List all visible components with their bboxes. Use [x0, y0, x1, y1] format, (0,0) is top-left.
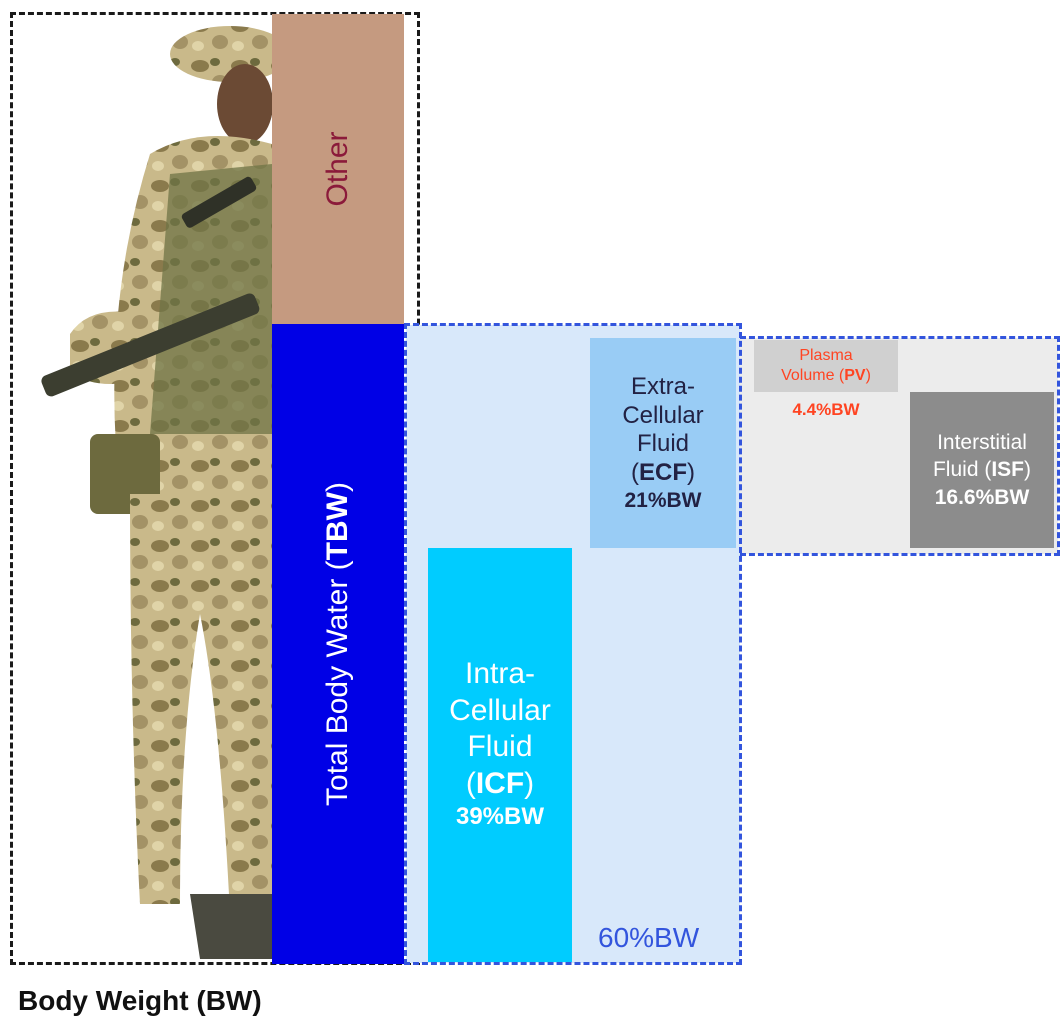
- ecf-abbr-line: (ECF): [631, 459, 695, 488]
- tbw-bar: Total Body Water (TBW): [272, 324, 404, 964]
- tbw-label-suffix: ): [321, 482, 354, 493]
- soldier-photo-icon: [41, 26, 272, 959]
- icf-abbr: ICF: [475, 766, 525, 800]
- icf-abbr-open: (: [465, 766, 476, 800]
- ecf-line2: Cellular: [622, 401, 704, 429]
- pv-percent: 4.4%BW: [792, 400, 860, 419]
- tbw-label: Total Body Water (TBW): [321, 482, 355, 806]
- ecf-abbr: ECF: [639, 459, 687, 487]
- isf-line2: Fluid (ISF): [933, 456, 1031, 483]
- isf-line2-b: ): [1024, 458, 1032, 482]
- icf-line2: Cellular: [449, 693, 551, 727]
- pv-line2: Volume (PV): [781, 366, 871, 386]
- pv-line1: Plasma: [799, 347, 853, 364]
- other-label: Other: [321, 131, 354, 207]
- icf-abbr-close: ): [524, 766, 535, 800]
- icf-abbr-line: (ICF): [466, 766, 534, 803]
- ecf-abbr-close: ): [687, 459, 695, 487]
- pv-line2-a: Volume (: [781, 367, 845, 384]
- isf-abbr: ISF: [991, 458, 1025, 482]
- tbw-outline: [404, 323, 742, 965]
- other-bar: Other: [272, 14, 404, 324]
- ecf-outline: [740, 336, 1060, 556]
- tbw-label-abbr: TBW: [321, 492, 354, 561]
- ecf-bar: Extra- Cellular Fluid (ECF) 21%BW: [590, 338, 736, 548]
- pv-abbr: PV: [844, 367, 866, 384]
- body-weight-label: Body Weight (BW): [18, 985, 262, 1016]
- icf-bar: Intra- Cellular Fluid (ICF) 39%BW: [428, 548, 572, 962]
- icf-line3: Fluid: [467, 730, 533, 764]
- ecf-line1: Extra-: [630, 372, 695, 400]
- icf-line1: Intra-: [464, 657, 536, 690]
- ecf-percent: 21%BW: [624, 489, 702, 512]
- pv-box: Plasma Volume (PV): [754, 340, 898, 392]
- ecf-abbr-open: (: [631, 459, 639, 487]
- isf-line2-a: Fluid (: [932, 458, 992, 482]
- ecf-line3: Fluid: [636, 430, 690, 458]
- tbw-label-prefix: Total Body Water (: [321, 560, 354, 806]
- isf-line1: Interstitial: [937, 431, 1027, 455]
- pv-line2-b: ): [865, 367, 871, 384]
- isf-box: Interstitial Fluid (ISF) 16.6%BW: [910, 392, 1054, 548]
- tbw-percent-label: 60%BW: [598, 922, 700, 953]
- isf-percent: 16.6%BW: [934, 485, 1030, 509]
- icf-percent: 39%BW: [455, 803, 545, 831]
